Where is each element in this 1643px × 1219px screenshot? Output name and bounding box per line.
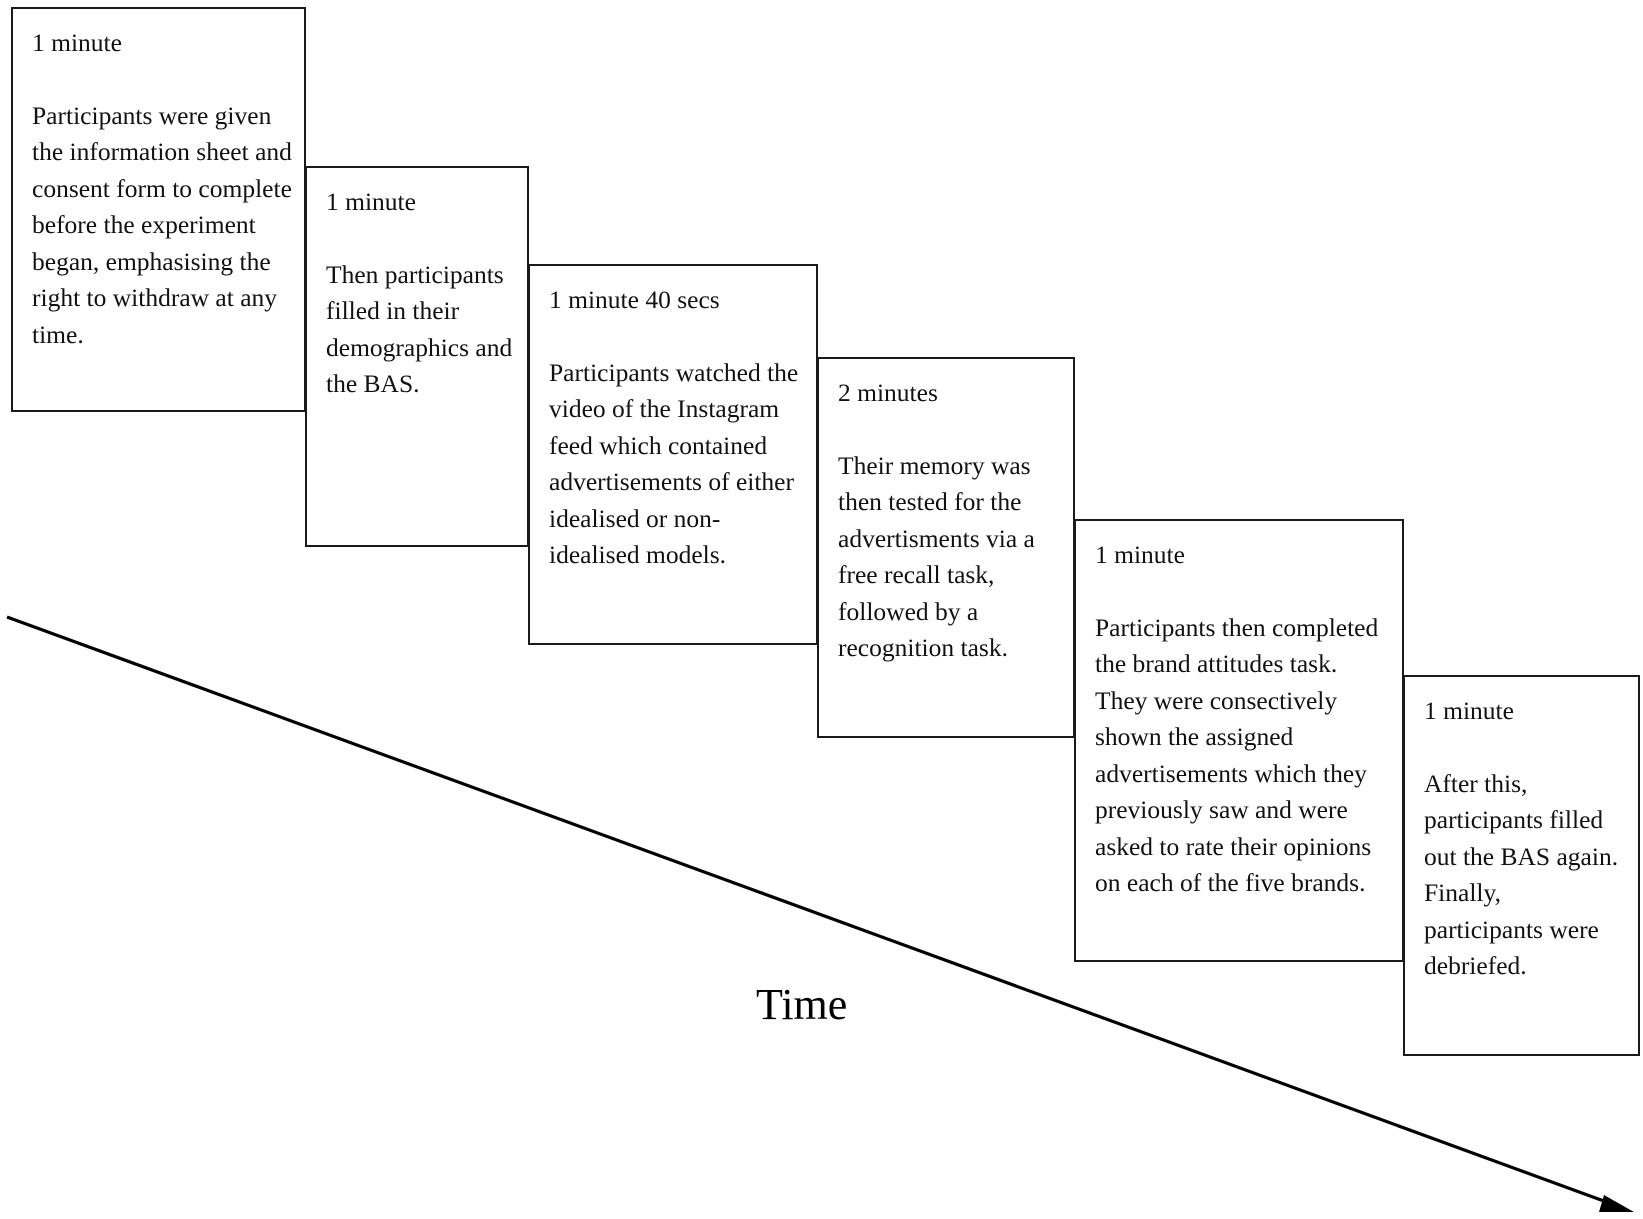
step-box-consent: 1 minute Participants were given the inf… (11, 7, 306, 412)
step-description: Participants were given the information … (32, 100, 292, 349)
step-duration: 1 minute 40 secs (549, 285, 720, 314)
step-duration: 1 minute (1424, 696, 1514, 725)
step-box-memory-test: 2 minutes Their memory was then tested f… (817, 357, 1075, 738)
timeline-label: Time (756, 980, 848, 1029)
step-box-brand-attitudes: 1 minute Participants then completed the… (1074, 519, 1404, 962)
step-box-debrief: 1 minute After this, participants filled… (1403, 675, 1640, 1056)
step-description: Then participants filled in their demogr… (326, 259, 513, 399)
step-description: After this, participants filled out the … (1424, 768, 1619, 981)
timeline-arrowhead (1599, 1195, 1634, 1212)
step-duration: 2 minutes (838, 378, 938, 407)
step-box-video: 1 minute 40 secs Participants watched th… (528, 264, 818, 645)
step-description: Their memory was then tested for the adv… (838, 450, 1035, 663)
step-description: Participants watched the video of the In… (549, 357, 799, 570)
step-duration: 1 minute (1095, 540, 1185, 569)
step-box-demographics: 1 minute Then participants filled in the… (305, 166, 529, 547)
step-duration: 1 minute (32, 28, 122, 57)
step-duration: 1 minute (326, 187, 416, 216)
step-description: Participants then completed the brand at… (1095, 612, 1379, 898)
timeline-line (6, 615, 1613, 1206)
